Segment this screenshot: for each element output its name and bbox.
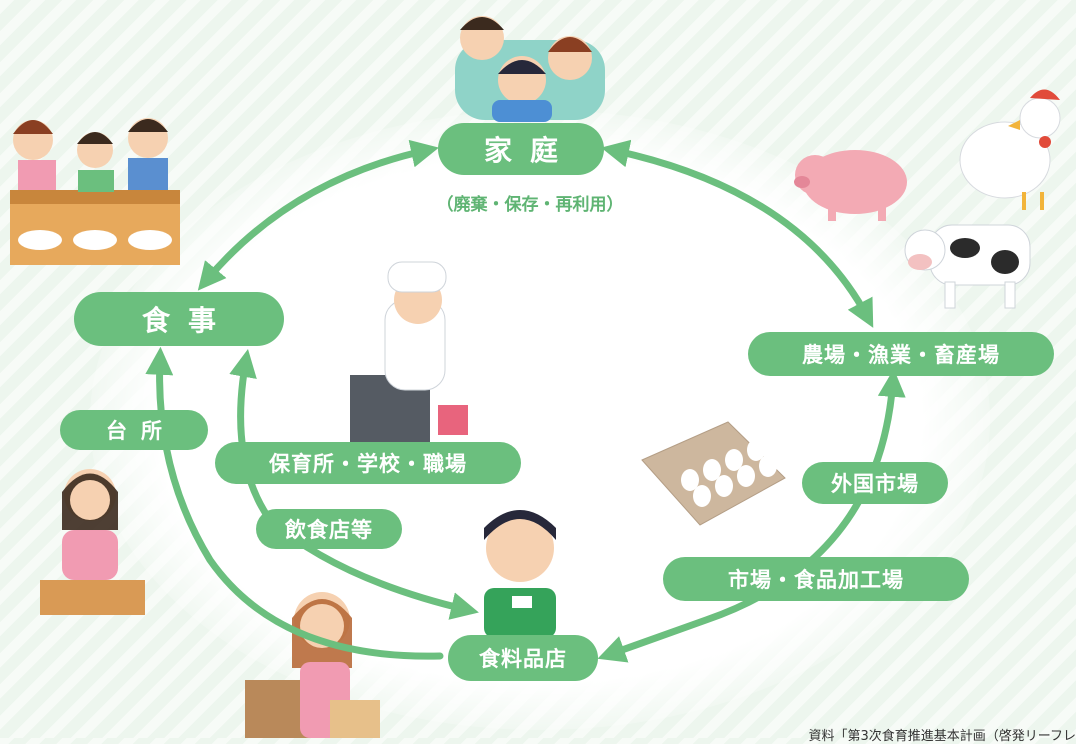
node-foreign-market: 外国市場 [802, 462, 948, 504]
node-market: 市場・食品加工場 [663, 557, 969, 601]
arrow-home-meal [205, 150, 428, 282]
node-grocery: 食料品店 [448, 635, 598, 681]
arrow-restaurant-meal [241, 360, 468, 610]
arrow-farm-grocery [608, 380, 893, 655]
node-kitchen: 台所 [60, 410, 208, 450]
arrow-home-farm [612, 150, 868, 318]
node-institution: 保育所・学校・職場 [215, 442, 521, 484]
source-note: 資料「第3次食育推進基本計画（啓発リーフレ [809, 725, 1076, 744]
node-home-note: （廃棄・保存・再利用） [420, 190, 640, 215]
arrow-grocery-meal-kitchen [160, 358, 440, 656]
node-home: 家庭 [438, 123, 604, 175]
node-farm: 農場・漁業・畜産場 [748, 332, 1054, 376]
node-meal: 食事 [74, 292, 284, 346]
node-restaurant: 飲食店等 [256, 509, 402, 549]
